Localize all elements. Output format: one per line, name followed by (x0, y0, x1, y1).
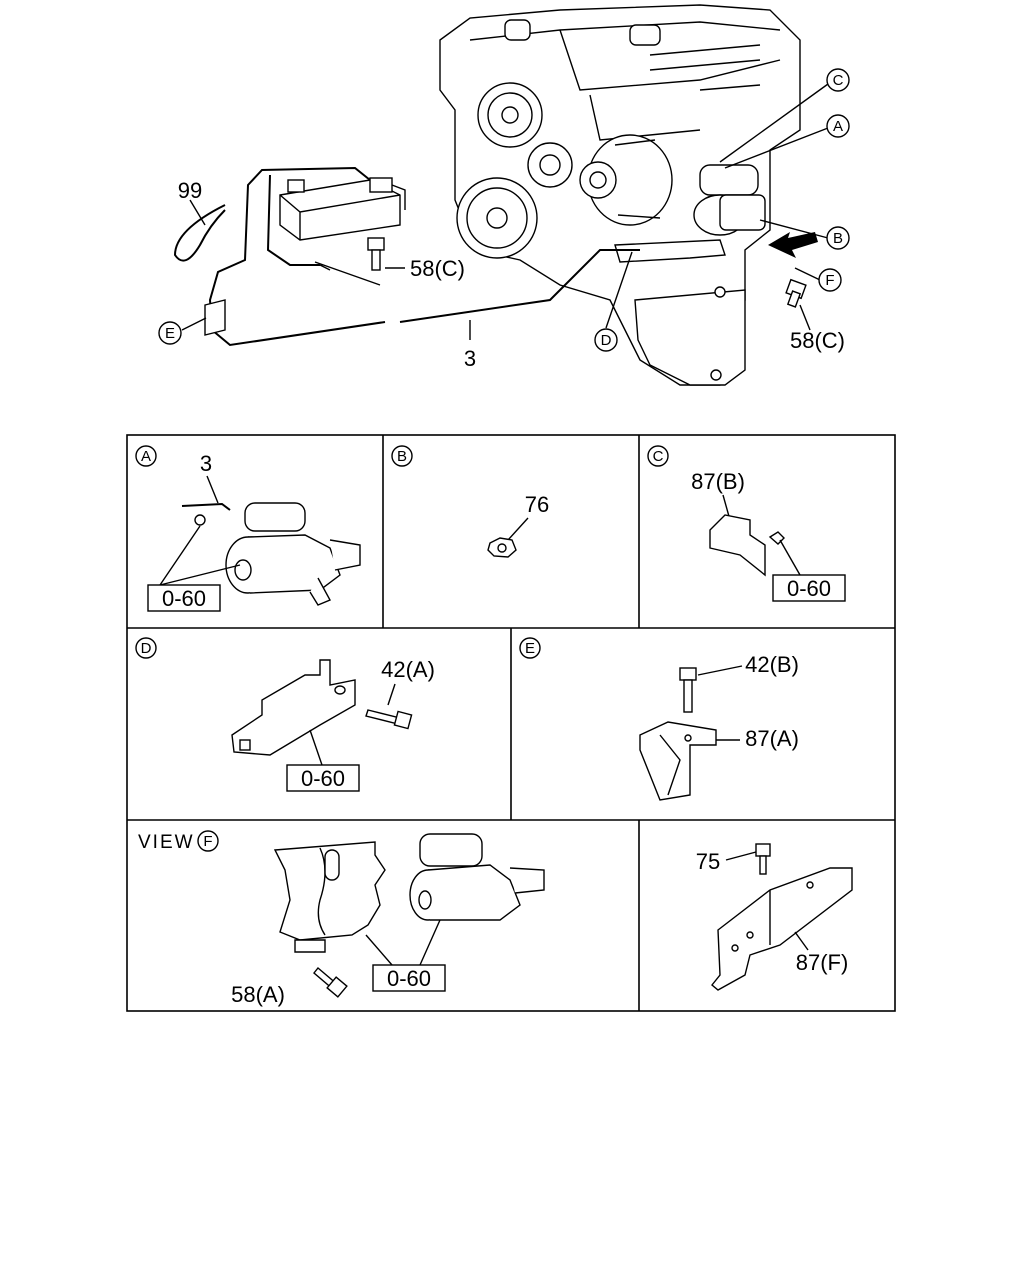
svg-text:58(A): 58(A) (231, 982, 285, 1007)
svg-text:0-60: 0-60 (301, 766, 345, 791)
label-99: 99 (178, 178, 202, 203)
svg-text:E: E (525, 640, 535, 657)
svg-text:D: D (601, 332, 612, 349)
battery (279, 177, 406, 241)
label-58c-right: 58(C) (790, 328, 845, 353)
svg-text:76: 76 (525, 492, 549, 517)
panel-e: E 42(B) 87(A) (519, 637, 799, 801)
panel-d: D 42(A) 0-60 (135, 637, 435, 792)
svg-text:B: B (833, 230, 843, 247)
callout-b-main: B (826, 226, 850, 250)
panel-b: B 76 (391, 445, 549, 558)
callout-c-main: C (826, 68, 850, 92)
cable-harness (208, 166, 640, 347)
svg-text:A: A (833, 118, 843, 135)
panel-c: C 87(B) 0-60 (647, 445, 846, 602)
svg-text:F: F (825, 272, 834, 289)
svg-text:C: C (833, 72, 844, 89)
svg-text:42(B): 42(B) (745, 652, 799, 677)
svg-text:3: 3 (200, 451, 212, 476)
view-arrow (768, 232, 818, 258)
svg-text:42(A): 42(A) (381, 657, 435, 682)
label-3: 3 (464, 346, 476, 371)
svg-text:87(B): 87(B) (691, 469, 745, 494)
panel-view-f: VIEW F 58(A) 0-60 (138, 830, 545, 1007)
svg-text:B: B (397, 448, 407, 465)
svg-text:C: C (653, 448, 664, 465)
svg-text:87(A): 87(A) (745, 726, 799, 751)
label-58c-top: 58(C) (410, 256, 465, 281)
svg-text:A: A (141, 448, 151, 465)
detail-grid (126, 434, 896, 1012)
svg-text:87(F): 87(F) (796, 950, 849, 975)
callout-e-main: E (158, 321, 182, 345)
main-leaders (181, 83, 829, 340)
bolt-58c-top (367, 237, 385, 271)
svg-text:0-60: 0-60 (387, 966, 431, 991)
svg-text:0-60: 0-60 (162, 586, 206, 611)
svg-text:D: D (141, 640, 152, 657)
svg-text:75: 75 (696, 849, 720, 874)
svg-text:E: E (165, 325, 175, 342)
svg-text:0-60: 0-60 (787, 576, 831, 601)
engine-illustration (439, 4, 801, 386)
callout-f-main: F (818, 268, 842, 292)
clamp-e (204, 299, 226, 336)
bolt-58c-right (785, 278, 807, 308)
svg-text:F: F (203, 833, 212, 850)
panel-a: A 3 0-60 (135, 445, 361, 612)
panel-g: 75 87(F) (696, 843, 853, 991)
cable-tie-99 (173, 204, 226, 262)
callout-a-main: A (826, 114, 850, 138)
svg-text:VIEW: VIEW (138, 832, 195, 853)
callout-d-main: D (594, 328, 618, 352)
